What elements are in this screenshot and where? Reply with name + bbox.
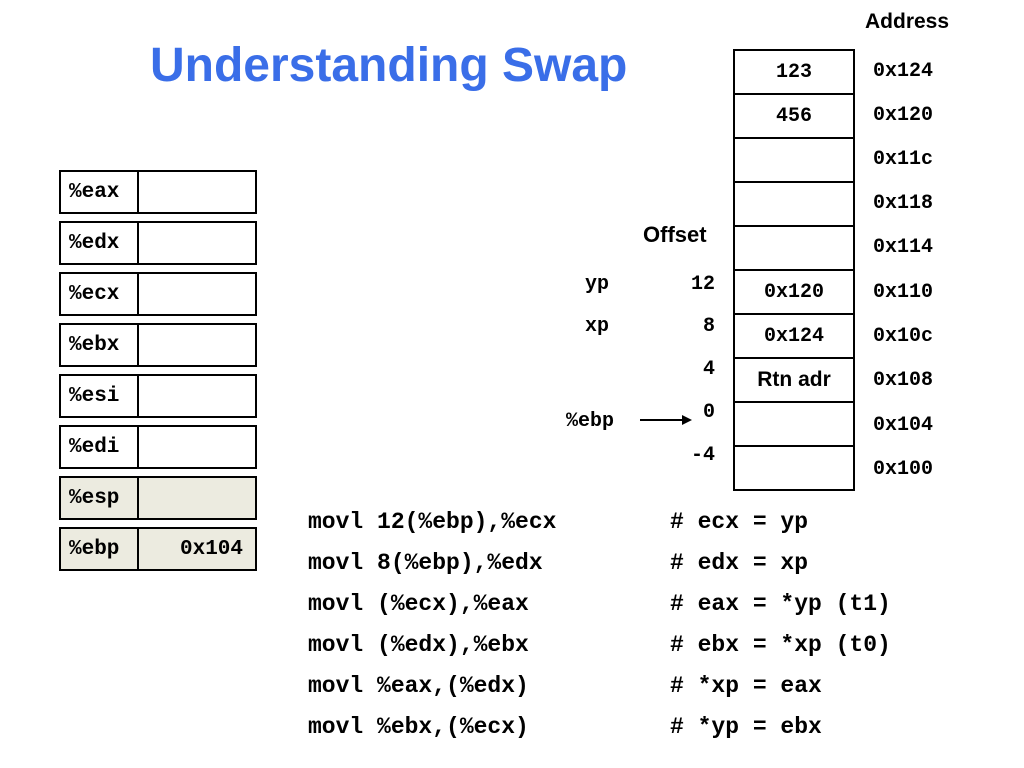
register-name: %ecx <box>61 274 139 314</box>
register-value: 0x104 <box>179 537 243 561</box>
address-label: 0x108 <box>873 369 934 392</box>
address-label: 0x110 <box>873 281 934 304</box>
register-row-ebp: %ebp 0x104 <box>59 527 257 571</box>
register-value <box>139 427 255 467</box>
register-value <box>139 172 255 212</box>
offset-header: Offset <box>643 222 707 247</box>
address-label: 0x100 <box>873 458 934 481</box>
offset-label: 12 <box>690 273 715 296</box>
offset-label: 4 <box>702 358 715 381</box>
arrow-right-icon <box>640 415 692 425</box>
register-name: %esi <box>61 376 139 416</box>
var-label-xp: xp <box>585 315 610 338</box>
stack-cell-return-address: Rtn adr <box>735 359 853 403</box>
address-label: 0x104 <box>873 414 934 437</box>
code-comment: # edx = xp <box>670 550 809 576</box>
code-instruction: movl (%edx),%ebx <box>308 632 529 658</box>
register-value <box>139 325 255 365</box>
register-value <box>139 274 255 314</box>
code-instruction: movl 8(%ebp),%edx <box>308 550 543 576</box>
code-instruction: movl %ebx,(%ecx) <box>308 714 529 740</box>
code-instruction: movl (%ecx),%eax <box>308 591 529 617</box>
stack-memory: 123 456 0x120 0x124 Rtn adr <box>733 49 855 491</box>
address-label: 0x114 <box>873 236 934 259</box>
stack-cell: 0x124 <box>735 315 853 359</box>
stack-cell <box>735 227 853 271</box>
register-name: %edi <box>61 427 139 467</box>
address-label: 0x118 <box>873 192 934 215</box>
register-row-edi: %edi <box>59 425 257 469</box>
code-instruction: movl %eax,(%edx) <box>308 673 529 699</box>
address-label: 0x10c <box>873 325 934 348</box>
register-row-esp: %esp <box>59 476 257 520</box>
offset-label: 0 <box>702 401 715 424</box>
register-name: %ebx <box>61 325 139 365</box>
register-name: %ebp <box>61 529 139 569</box>
register-value <box>139 223 255 263</box>
register-value <box>139 478 255 518</box>
register-row-edx: %edx <box>59 221 257 265</box>
code-instruction: movl 12(%ebp),%ecx <box>308 509 557 535</box>
stack-cell: 0x120 <box>735 271 853 315</box>
register-name: %edx <box>61 223 139 263</box>
ebp-pointer-label: %ebp <box>566 410 615 433</box>
register-row-ebx: %ebx <box>59 323 257 367</box>
register-row-eax: %eax <box>59 170 257 214</box>
code-comment: # ebx = *xp (t0) <box>670 632 891 658</box>
address-label: 0x120 <box>873 104 934 127</box>
address-label: 0x11c <box>873 148 934 171</box>
slide-title: Understanding Swap <box>150 39 628 92</box>
code-comment: # ecx = yp <box>670 509 809 535</box>
address-label: 0x124 <box>873 60 934 83</box>
register-name: %eax <box>61 172 139 212</box>
register-value <box>139 376 255 416</box>
register-name: %esp <box>61 478 139 518</box>
register-row-ecx: %ecx <box>59 272 257 316</box>
address-header: Address <box>865 10 950 33</box>
offset-label: -4 <box>690 444 715 467</box>
code-comment: # eax = *yp (t1) <box>670 591 891 617</box>
code-comment: # *xp = eax <box>670 673 822 699</box>
stack-cell <box>735 447 853 491</box>
stack-cell <box>735 403 853 447</box>
register-row-esi: %esi <box>59 374 257 418</box>
stack-cell: 456 <box>735 95 853 139</box>
stack-cell <box>735 183 853 227</box>
stack-cell: 123 <box>735 51 853 95</box>
var-label-yp: yp <box>585 273 610 296</box>
offset-label: 8 <box>702 315 715 338</box>
stack-cell <box>735 139 853 183</box>
code-comment: # *yp = ebx <box>670 714 822 740</box>
